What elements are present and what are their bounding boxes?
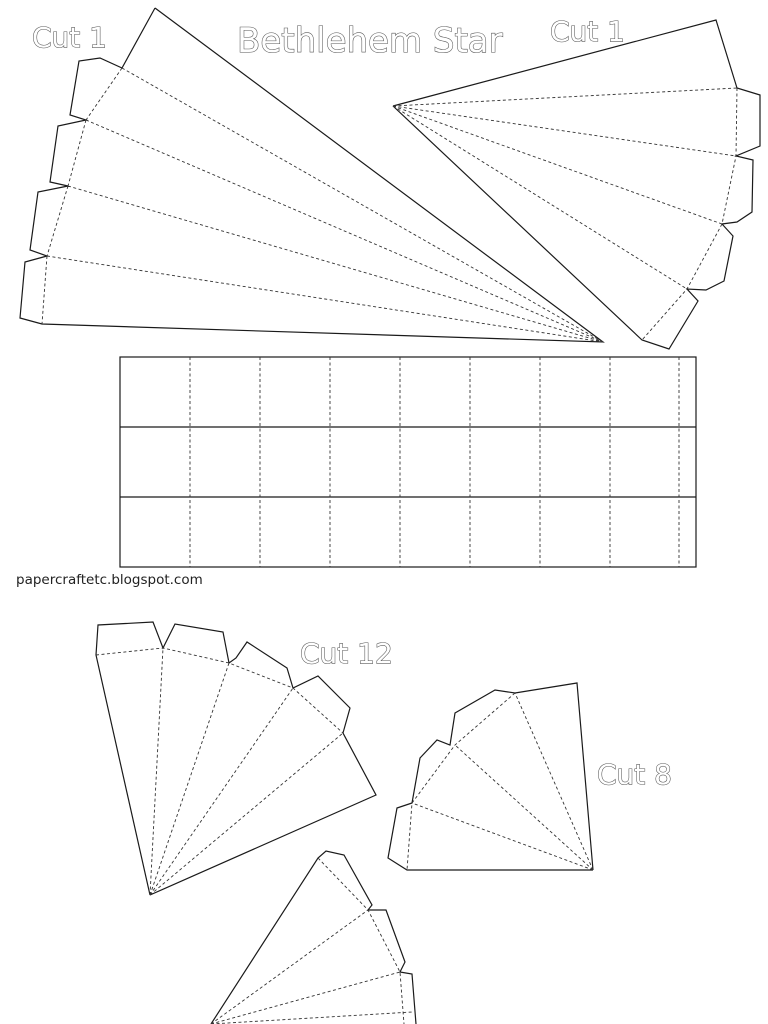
cut-label-medium: Cut 12 xyxy=(300,637,393,670)
sheet-title: Bethlehem Star xyxy=(237,21,503,61)
large-fan-piece-left xyxy=(19,7,605,343)
band-strip xyxy=(119,356,697,568)
cut-label-large-left: Cut 1 xyxy=(32,21,107,54)
bottom-fan-piece xyxy=(210,850,417,1024)
medium-fan-piece xyxy=(95,621,377,896)
cut-label-large-right: Cut 1 xyxy=(550,15,625,48)
site-credit: papercraftetc.blogspot.com xyxy=(16,572,203,588)
large-fan-piece-right xyxy=(392,19,761,350)
cut-label-small: Cut 8 xyxy=(597,758,672,791)
small-fan-piece xyxy=(387,682,594,871)
